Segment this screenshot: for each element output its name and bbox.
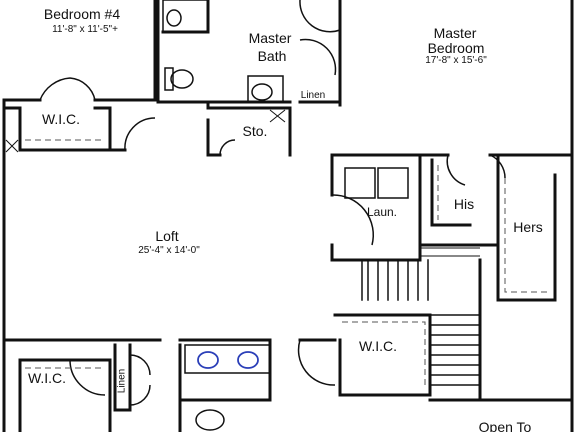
- door-linen-bottom: [129, 354, 151, 406]
- room-name-master-bath-line2: Bath: [257, 48, 287, 64]
- room-dims-bedroom4: 11'-8" x 11'-5"+: [52, 24, 118, 35]
- room-name-loft: Loft: [155, 228, 179, 244]
- stairs-upper: [361, 259, 429, 301]
- room-name-storage: Sto.: [242, 123, 268, 139]
- wic-top-x: [5, 139, 19, 153]
- room-name-master-bath-line1: Master: [248, 30, 292, 46]
- room-name-linen-bottom: Linen: [116, 368, 128, 394]
- door-loft-right: [331, 194, 375, 246]
- room-name-linen-top: Linen: [300, 90, 326, 101]
- wall-bath-lower: [178, 343, 272, 432]
- wall-closets: [418, 153, 557, 302]
- bath-lower-counter: [184, 344, 271, 374]
- wall-bath-left: [156, 0, 210, 104]
- room-dims-loft: 25'-4" x 14'-0": [138, 245, 200, 256]
- sink-lower-left: [197, 351, 219, 369]
- wall-storage: [206, 106, 292, 157]
- wall-bath-inner: [161, 0, 210, 34]
- stair-rail: [420, 247, 480, 257]
- bath-sink-master: [251, 83, 273, 101]
- rod-wic-right: [342, 321, 426, 388]
- room-name-open-to: Open To: [478, 419, 532, 432]
- room-name-his: His: [453, 196, 475, 212]
- wall-linen-bottom: [113, 343, 132, 412]
- room-name-bedroom4: Bedroom #4: [43, 6, 121, 22]
- wall-wic-left: [18, 358, 112, 432]
- door-wic-top: [124, 117, 156, 151]
- door-wic-right: [297, 339, 336, 386]
- wall-wic-right: [333, 313, 432, 397]
- laundry-dryer: [377, 167, 409, 199]
- room-name-master-bedroom-line2: Bedroom: [427, 40, 485, 56]
- room-name-hers: Hers: [513, 219, 543, 235]
- storage-x: [269, 109, 286, 123]
- bath-lower-basin: [195, 409, 225, 431]
- stairs-lower: [429, 314, 481, 386]
- rod-hers: [504, 178, 548, 293]
- bath-sink-counter: [247, 75, 284, 103]
- door-hers: [489, 154, 506, 179]
- bath-sink-top: [166, 9, 182, 27]
- room-name-wic-top: W.I.C.: [41, 111, 81, 127]
- toilet-tank: [164, 67, 174, 91]
- door-wic-left: [69, 359, 106, 396]
- sink-lower-right: [237, 351, 259, 369]
- toilet-bowl: [170, 69, 194, 89]
- door-his: [446, 154, 466, 186]
- room-dims-master-bedroom: 17'-8" x 15'-6": [425, 55, 487, 66]
- room-name-wic-right: W.I.C.: [358, 338, 398, 354]
- wall-wic-top: [2, 106, 112, 152]
- door-bath: [299, 0, 341, 33]
- room-name-wic-left: W.I.C.: [27, 370, 67, 386]
- bath-vanity-top: [162, 0, 209, 33]
- laundry-washer: [344, 167, 376, 199]
- room-name-laundry: Laun.: [366, 205, 398, 219]
- door-bedroom4: [39, 77, 96, 101]
- room-name-master-bedroom-line1: Master: [433, 25, 477, 41]
- wall-loft-bottom-mid: [178, 338, 272, 402]
- wall-his-inner: [430, 158, 472, 227]
- door-storage: [219, 139, 236, 156]
- door-master: [299, 38, 337, 76]
